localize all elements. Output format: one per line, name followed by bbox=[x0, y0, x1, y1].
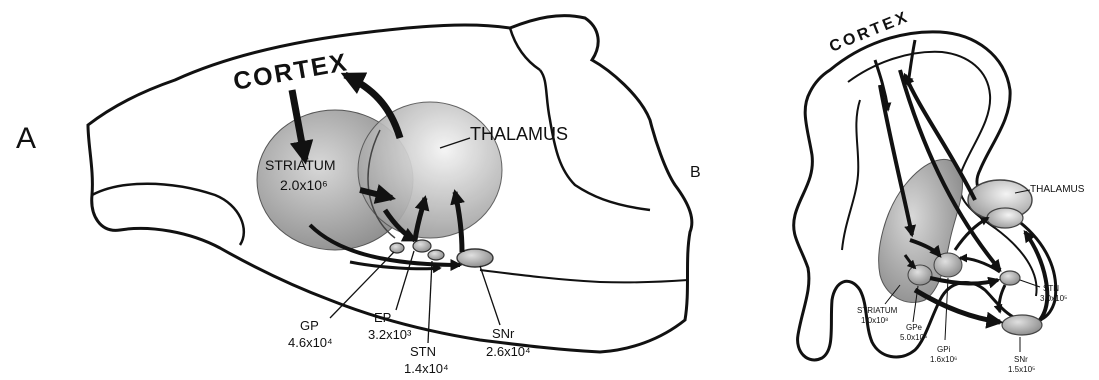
panel-b-gpe-count: 5.0x10⁶ bbox=[900, 333, 927, 342]
panel-b-stn bbox=[1000, 271, 1020, 285]
panel-a-thalamus-label: THALAMUS bbox=[470, 124, 568, 144]
panel-b-gpi-count: 1.6x10⁶ bbox=[930, 355, 957, 364]
panel-b-panel-label: B bbox=[690, 164, 701, 181]
panel-b-stn-label: STN bbox=[1043, 284, 1059, 293]
panel-a-ep-label: EP bbox=[374, 310, 391, 325]
panel-a-striatum-label: STRIATUM bbox=[265, 157, 336, 173]
panel-a-gp-nucleus bbox=[390, 243, 404, 253]
panel-b-thalamus-label: THALAMUS bbox=[1030, 184, 1085, 195]
panel-a-gp-label: GP bbox=[300, 318, 319, 333]
panel-b-striatum-count: 1.0x10⁸ bbox=[861, 316, 888, 325]
panel-b-thalamus-lower bbox=[987, 208, 1023, 228]
panel-a-ep-nucleus bbox=[413, 240, 431, 252]
panel-b-gpe bbox=[908, 265, 932, 285]
panel-b-snr bbox=[1002, 315, 1042, 335]
panel-a-snr-label: SNr bbox=[492, 326, 515, 341]
panel-b-stn-count: 3.0x10⁵ bbox=[1040, 294, 1067, 303]
panel-b-gpi-label: GPi bbox=[937, 345, 951, 354]
panel-a-stn-nucleus bbox=[428, 250, 444, 260]
panel-a-striatum-count: 2.0x10⁶ bbox=[280, 177, 328, 193]
panel-b-gpe-label: GPe bbox=[906, 323, 923, 332]
panel-a-ep-count: 3.2x10³ bbox=[368, 327, 412, 342]
panel-b: B CORTEX THALAMUS STRIATUM 1.0x10⁸ GPe 5… bbox=[690, 8, 1085, 374]
panel-b-snr-label: SNr bbox=[1014, 355, 1028, 364]
panel-a-thalamus bbox=[358, 102, 502, 238]
panel-a: A CORTEX THALAMUS STRIATUM 2.0x10⁶ GP 4.… bbox=[16, 16, 692, 376]
panel-a-gp-count: 4.6x10⁴ bbox=[288, 335, 333, 350]
panel-b-snr-count: 1.5x10⁵ bbox=[1008, 365, 1035, 374]
panel-b-striatum-label: STRIATUM bbox=[857, 306, 898, 315]
panel-a-panel-label: A bbox=[16, 122, 36, 155]
panel-a-snr-count: 2.6x10⁴ bbox=[486, 344, 531, 359]
panel-a-stn-count: 1.4x10⁴ bbox=[404, 361, 449, 376]
panel-a-stn-label: STN bbox=[410, 344, 436, 359]
